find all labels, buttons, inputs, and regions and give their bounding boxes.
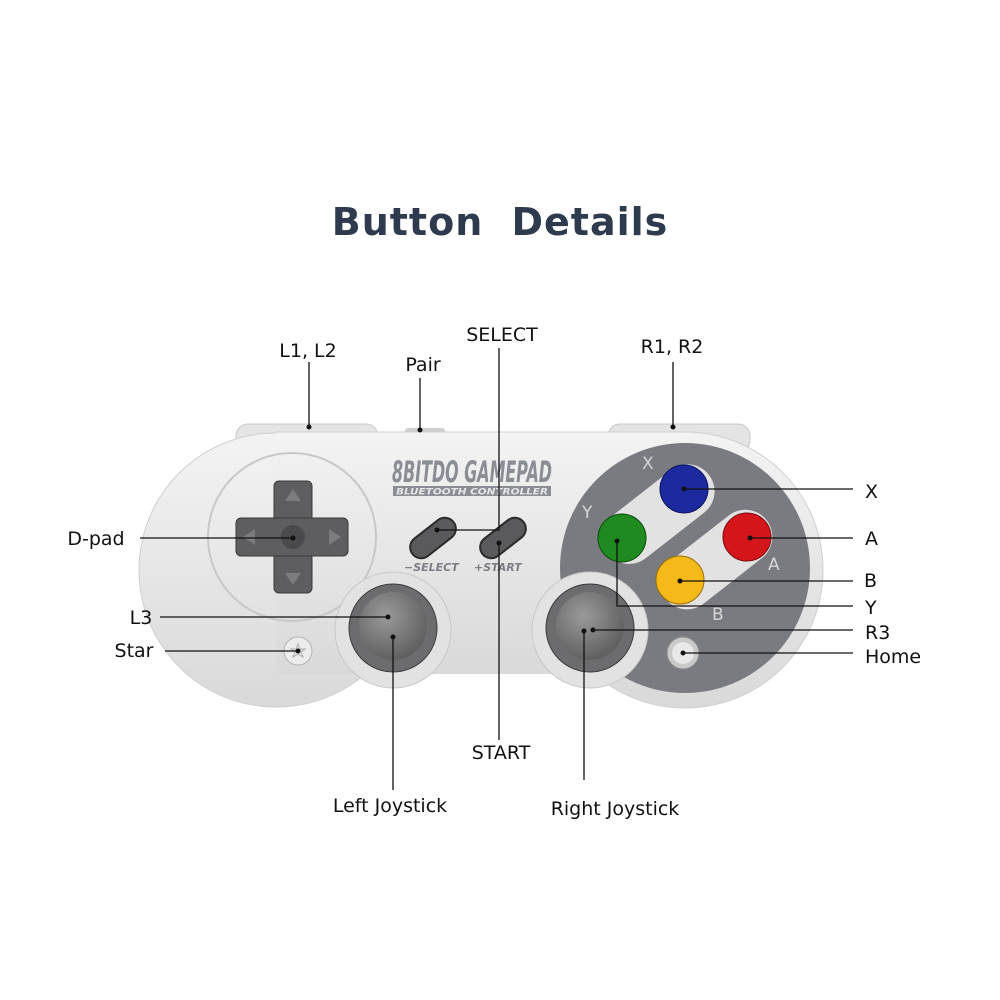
label-x: X [865,481,878,503]
label-star: Star [115,640,154,662]
label-select: SELECT [466,324,538,346]
callout-lines [140,348,853,790]
label-dpad: D-pad [67,528,124,550]
callout-select [437,348,500,531]
label-right-joystick: Right Joystick [551,798,680,820]
dpad-well [207,452,377,622]
a-button[interactable] [722,512,772,562]
start-button[interactable] [476,513,531,562]
x-print: X [642,454,654,474]
y-button[interactable] [597,513,647,563]
brand-subtitle-bar [393,486,551,496]
label-r1-r2: R1, R2 [641,336,704,358]
label-home: Home [865,646,921,668]
star-icon [289,642,307,659]
select-print: −SELECT [404,561,460,574]
y-print: Y [581,503,593,523]
label-l1-l2: L1, L2 [279,340,336,362]
label-start: START [472,742,531,764]
label-a: A [865,528,878,550]
label-left-joystick: Left Joystick [333,795,447,817]
label-pair: Pair [405,354,441,376]
label-l3: L3 [130,607,153,629]
page-title: Button Details [331,200,669,244]
select-button[interactable] [406,513,461,562]
b-print: B [712,605,724,625]
left-joystick[interactable] [334,571,452,689]
brand-logo: 8BITDO GAMEPAD [392,455,552,489]
label-y: Y [864,597,877,619]
label-b: B [864,570,877,592]
a-print: A [768,555,780,575]
callout-y [616,541,853,607]
brand-subtitle: BLUETOOTH CONTROLLER [396,488,548,498]
label-r3: R3 [865,622,890,644]
right-joystick[interactable] [531,571,649,689]
